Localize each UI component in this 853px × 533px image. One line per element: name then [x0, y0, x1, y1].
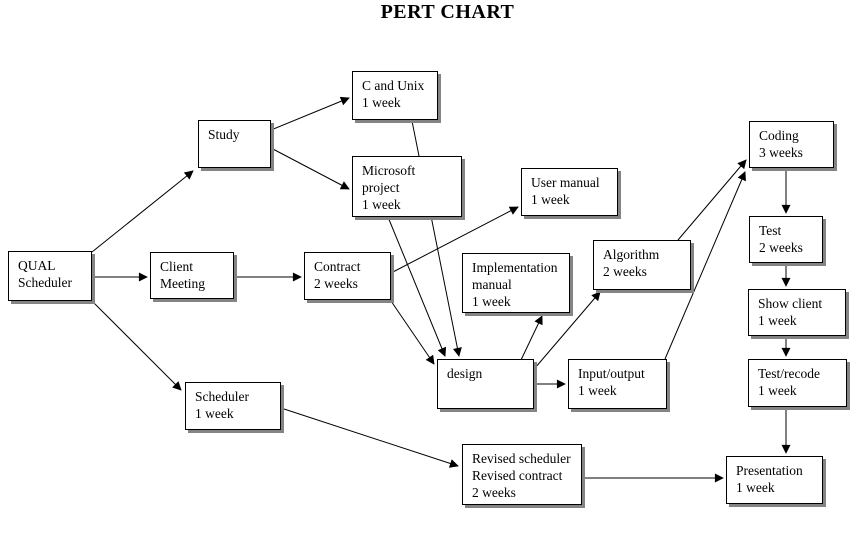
- edge-algorithm-to-coding: [677, 159, 747, 241]
- node-label-line: Algorithm: [603, 247, 660, 262]
- node-label-line: Test/recode: [758, 366, 821, 381]
- node-implementation-manual: Implementation manual 1 week: [462, 253, 570, 313]
- node-label-line: User manual: [531, 175, 600, 190]
- edge-study-to-c-and-unix: [270, 96, 350, 131]
- node-label-line: 1 week: [736, 480, 775, 495]
- node-label-line: 1 week: [531, 192, 570, 207]
- chart-title: PERT CHART: [380, 1, 515, 23]
- node-test-recode: Test/recode 1 week: [748, 359, 847, 407]
- node-label-line: Input/output: [578, 366, 645, 381]
- node-study: Study: [198, 120, 271, 168]
- node-label-line: 2 weeks: [603, 264, 647, 279]
- node-label-line: 1 week: [472, 294, 511, 309]
- node-label-line: project: [362, 180, 400, 195]
- node-label-line: Scheduler: [18, 275, 72, 290]
- node-label-line: 1 week: [362, 197, 401, 212]
- node-algorithm: Algorithm 2 weeks: [593, 240, 691, 290]
- edge-input-output-to-coding: [664, 171, 746, 360]
- node-design: design: [437, 359, 534, 409]
- node-presentation: Presentation 1 week: [726, 456, 823, 504]
- node-label-line: Contract: [314, 259, 361, 274]
- edge-scheduler-to-revised-scheduler: [280, 407, 459, 468]
- node-label-line: C and Unix: [362, 78, 425, 93]
- edge-study-to-microsoft-project: [270, 147, 350, 190]
- node-label-line: 2 weeks: [314, 276, 358, 291]
- node-label-line: Coding: [759, 128, 799, 143]
- edge-qual-scheduler-to-study: [91, 170, 194, 253]
- node-contract: Contract 2 weeks: [304, 252, 391, 300]
- node-label-line: Presentation: [736, 463, 803, 478]
- edge-design-to-algorithm: [534, 291, 601, 369]
- edge-contract-to-user-manual: [390, 206, 519, 274]
- node-input-output: Input/output 1 week: [568, 359, 667, 409]
- node-scheduler: Scheduler 1 week: [185, 382, 281, 430]
- node-label-line: 1 week: [758, 383, 797, 398]
- node-label-line: manual: [472, 277, 512, 292]
- edge-contract-to-design: [390, 300, 435, 365]
- node-microsoft-project: Microsoft project 1 week: [352, 156, 462, 217]
- edge-qual-scheduler-to-scheduler: [91, 300, 182, 391]
- node-label-line: 1 week: [362, 95, 401, 110]
- edge-design-to-implementation-manual: [520, 315, 543, 361]
- node-label-line: 1 week: [578, 383, 617, 398]
- node-label-line: Meeting: [160, 276, 205, 291]
- node-label-line: Scheduler: [195, 389, 249, 404]
- node-label-line: QUAL: [18, 258, 56, 273]
- edge-microsoft-project-to-design: [387, 216, 447, 357]
- node-show-client: Show client 1 week: [748, 289, 846, 336]
- node-label-line: Implementation: [472, 260, 558, 275]
- node-coding: Coding 3 weeks: [749, 121, 834, 168]
- node-label-line: 1 week: [758, 313, 797, 328]
- node-c-and-unix: C and Unix 1 week: [352, 71, 438, 120]
- node-label-line: 1 week: [195, 406, 234, 421]
- node-label-line: design: [447, 366, 483, 381]
- node-user-manual: User manual 1 week: [521, 168, 618, 216]
- node-qual-scheduler: QUAL Scheduler: [8, 251, 92, 301]
- node-label-line: 2 weeks: [472, 485, 516, 500]
- node-label-line: 3 weeks: [759, 145, 803, 160]
- node-label-line: Revised scheduler: [472, 451, 571, 466]
- node-label-line: Test: [759, 223, 782, 238]
- node-label-line: Study: [208, 127, 240, 142]
- node-label-line: Show client: [758, 296, 823, 311]
- node-label-line: Client: [160, 259, 193, 274]
- node-label-line: Microsoft: [362, 163, 416, 178]
- node-label-line: Revised contract: [472, 468, 563, 483]
- node-label-line: 2 weeks: [759, 240, 803, 255]
- node-test: Test 2 weeks: [749, 216, 823, 263]
